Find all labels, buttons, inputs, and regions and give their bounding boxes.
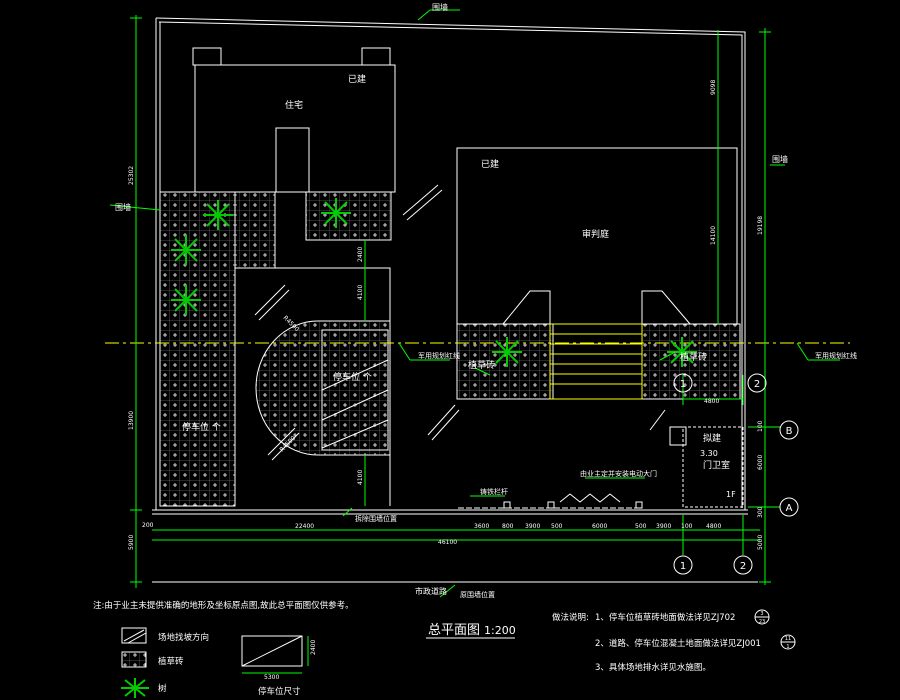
tree-3 xyxy=(171,235,201,265)
wall-right-label: 围墙 xyxy=(772,154,788,164)
dim-300: 300 xyxy=(757,506,764,518)
legend-parking-size: 停车位尺寸 xyxy=(258,686,301,697)
tree-5 xyxy=(492,337,522,367)
axis-1-top-text: 1 xyxy=(680,379,686,390)
slope-arrows xyxy=(254,184,666,461)
axis-bubble-2-top xyxy=(747,373,767,393)
tree-2 xyxy=(321,198,351,228)
gate-room-label: 门卫室 xyxy=(703,459,730,471)
axis-1-bottom-text: 1 xyxy=(680,561,686,572)
planned-axis-right-label: 军用规划红线 xyxy=(815,351,857,360)
parking-outlines xyxy=(234,267,391,506)
notes-block: 做法说明: 1、停车位植草砖地面做法详见ZJ702 2、道路、停车位混凝土地面做… xyxy=(552,609,796,673)
parking-label-a: 停车位 个 xyxy=(333,371,372,383)
bdim-3600: 3600 xyxy=(474,523,489,530)
bdim-3900-b: 3900 xyxy=(656,523,671,530)
tree-6 xyxy=(667,337,697,367)
legend-tree-icon xyxy=(121,678,149,698)
grass-paving xyxy=(159,191,741,507)
courtroom-label: 审判庭 xyxy=(582,228,609,240)
plan-title: 总平面图 xyxy=(428,623,480,638)
tree-1 xyxy=(203,200,233,230)
axis-2-bottom-text: 2 xyxy=(740,561,746,572)
axis-bubble-a xyxy=(779,497,799,517)
dim-13900: 13900 xyxy=(128,411,135,430)
grass-brick-label-a: 植草砖 xyxy=(468,359,495,371)
fence-label: 铸铁栏杆 xyxy=(480,487,508,496)
gate-area-label: 3.30 xyxy=(700,449,718,458)
legend-p2400: 2400 xyxy=(310,640,317,655)
legend-p5300: 5300 xyxy=(264,674,279,681)
axis-bubbles xyxy=(673,373,799,575)
axis-2-top-text: 2 xyxy=(754,379,760,390)
notes-heading: 做法说明: xyxy=(552,612,589,623)
dim-4100-b: 4100 xyxy=(357,470,364,485)
ref2-top: 11 xyxy=(785,636,791,642)
bdim-46100: 46100 xyxy=(438,539,457,546)
dim-100-right: 100 xyxy=(757,420,764,432)
bdim-800: 800 xyxy=(502,523,514,530)
gate-house xyxy=(669,426,744,508)
bdim-500-a: 500 xyxy=(551,523,563,530)
parking-label-b: 停车位 个 xyxy=(182,421,221,433)
entrance-stairs xyxy=(549,323,643,400)
dim-25302: 25302 xyxy=(128,166,135,185)
legend-slope: 场地找坡方向 xyxy=(158,632,209,643)
axis-a-text: A xyxy=(786,503,793,514)
plan-scale: 1:200 xyxy=(484,624,516,637)
dim-4100-a: 4100 xyxy=(357,285,364,300)
residence-label: 住宅 xyxy=(285,99,303,111)
dim-14100: 14100 xyxy=(710,226,717,245)
bdim-100: 100 xyxy=(681,523,693,530)
axis-bubble-2-bottom xyxy=(733,555,753,575)
bdim-22400: 22400 xyxy=(295,523,314,530)
axis-bubble-1-bottom xyxy=(673,555,693,575)
ref1-top: 3 xyxy=(760,611,763,617)
notes-line-2: 2、道路、停车位混凝土地面做法详见ZJ001 xyxy=(595,638,761,649)
dim-4800-top: 4800 xyxy=(704,398,719,405)
bdim-500-b: 500 xyxy=(635,523,647,530)
planned-axis-left-label: 军用规划红线 xyxy=(418,351,460,360)
dim-2400: 2400 xyxy=(357,247,364,262)
municipal-road-label: 市政道路 xyxy=(415,586,447,596)
dimension-lines xyxy=(109,9,840,598)
dim-6000: 6000 xyxy=(757,455,764,470)
grass-brick-label-b: 植草砖 xyxy=(680,351,707,363)
legend: 场地找坡方向 植草砖 树 2400 5300 停车位尺寸 xyxy=(121,627,317,698)
notes-line-1: 1、停车位植草砖地面做法详见ZJ702 xyxy=(595,612,735,623)
dim-19198: 19198 xyxy=(757,216,764,235)
bdim-6000: 6000 xyxy=(592,523,607,530)
axis-b-text: B xyxy=(786,426,793,437)
proposed-label: 拟建 xyxy=(703,432,721,444)
boundary-walls xyxy=(152,17,758,583)
axis-bubble-b xyxy=(779,420,799,440)
disclaimer-note: 注:由于业主未提供准确的地形及坐标原点图,故此总平面图仅供参考。 xyxy=(93,600,354,611)
dim-9098: 9098 xyxy=(710,80,717,95)
dim-200: 200 xyxy=(142,522,154,529)
front-fence xyxy=(458,493,643,509)
axis-bubble-1-top xyxy=(673,373,693,393)
residence-building xyxy=(192,47,396,193)
built-left-label: 已建 xyxy=(348,73,366,85)
notes-line-3: 3、具体场地排水详见水施图。 xyxy=(595,662,711,673)
legend-tree: 树 xyxy=(158,683,167,694)
dim-5000: 5000 xyxy=(757,535,764,550)
dim-5900: 5900 xyxy=(128,535,135,550)
ref2-bottom: 1 xyxy=(786,644,789,650)
bdim-4800: 4800 xyxy=(706,523,721,530)
demolish-wall-label: 拆除围墙位置 xyxy=(355,514,397,523)
bdim-3900-a: 3900 xyxy=(525,523,540,530)
built-right-label: 已建 xyxy=(481,158,499,170)
ref1-bottom: 23 xyxy=(759,619,765,625)
wall-left-label: 围墙 xyxy=(115,202,131,212)
old-wall-label: 原围墙位置 xyxy=(460,590,495,599)
legend-grass-brick: 植草砖 xyxy=(158,656,184,667)
gate-note-label: 由业主定并安装电动大门 xyxy=(580,469,657,478)
wall-top-label: 围墙 xyxy=(432,2,448,12)
trees xyxy=(171,198,697,367)
floor-label: 1F xyxy=(726,490,736,499)
tree-4 xyxy=(171,285,201,315)
